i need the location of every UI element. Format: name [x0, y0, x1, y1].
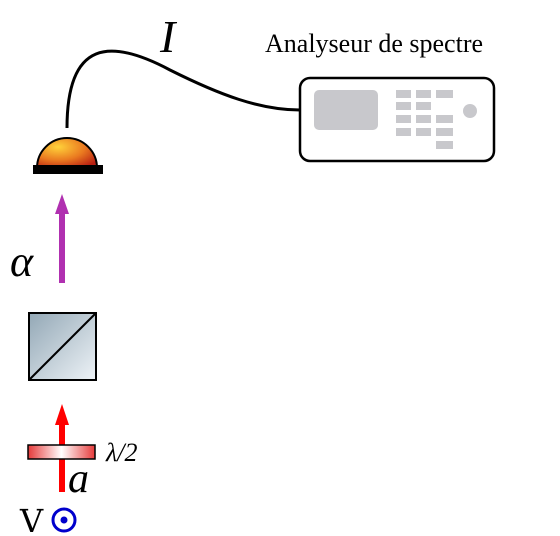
alpha-beam-arrow [55, 194, 69, 283]
alpha-label: α [10, 237, 34, 286]
photodetector-icon [33, 137, 103, 174]
signal-cable [65, 49, 301, 129]
half-wave-plate-icon [27, 444, 96, 460]
analyser-label: Analyseur de spectre [265, 29, 483, 58]
input-mode-label: a [68, 456, 89, 502]
polarization-label: V [19, 502, 44, 536]
current-label: I [159, 11, 178, 62]
polarizing-beam-splitter-icon [28, 312, 97, 381]
spectrum-analyser-icon [298, 76, 496, 163]
half-wave-label: λ/2 [105, 438, 137, 467]
out-of-plane-polarization-icon [51, 507, 77, 533]
